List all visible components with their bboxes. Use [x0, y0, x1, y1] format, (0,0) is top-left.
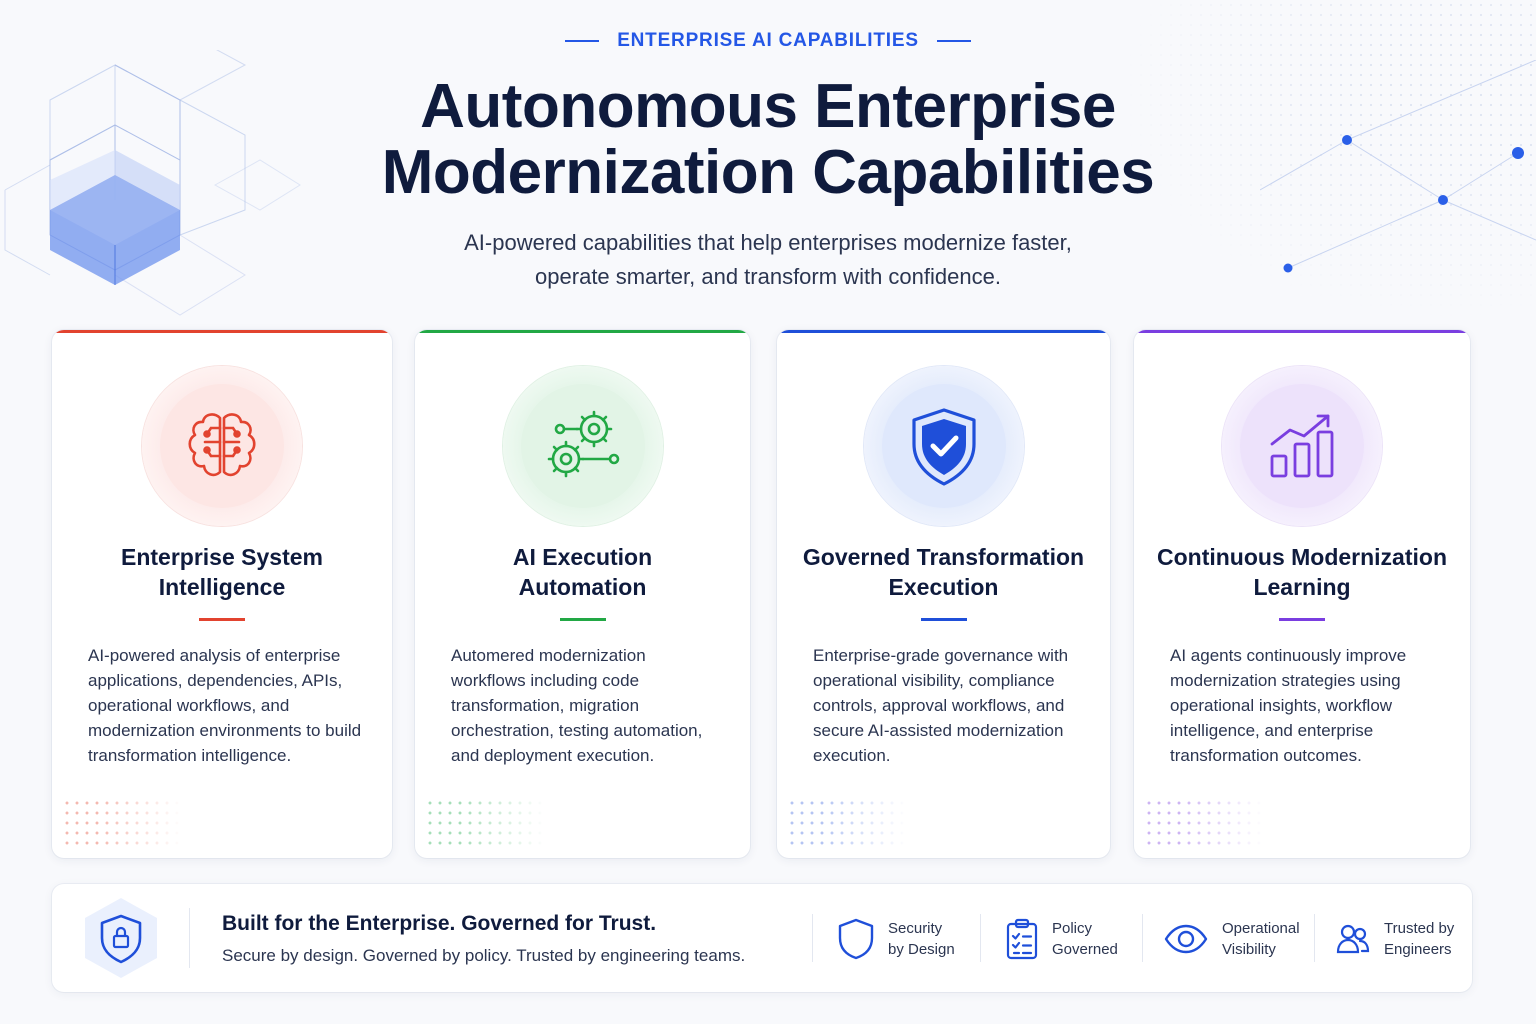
- trust-item-label: Operational Visibility: [1222, 918, 1300, 960]
- lock-shield-icon: [85, 898, 157, 978]
- page-subtitle: AI-powered capabilities that help enterp…: [0, 226, 1536, 294]
- trust-item-visibility: Operational Visibility: [1164, 914, 1300, 964]
- trust-item-line2: Governed: [1052, 941, 1118, 958]
- clipboard-check-icon: [1006, 918, 1038, 960]
- card-accent-bar: [777, 330, 1110, 333]
- capability-card-execution-automation: AI Execution Automation Automered modern…: [415, 330, 750, 858]
- trust-item-security: Security by Design: [838, 914, 955, 964]
- shield-icon: [838, 918, 874, 960]
- card-accent-bar: [415, 330, 750, 333]
- page-subtitle-line1: AI-powered capabilities that help enterp…: [464, 230, 1072, 255]
- trust-item-line2: Engineers: [1384, 941, 1452, 958]
- card-title-line2: Execution: [888, 574, 999, 600]
- card-title: Governed Transformation Execution: [787, 542, 1100, 602]
- trust-item-label: Security by Design: [888, 918, 955, 960]
- card-dot-pattern: [425, 798, 545, 848]
- eye-icon: [1164, 924, 1208, 954]
- trust-item-line2: Visibility: [1222, 941, 1276, 958]
- divider: [812, 914, 813, 962]
- growth-chart-icon: [1270, 414, 1334, 478]
- page-title-line2: Modernization Capabilities: [381, 138, 1155, 207]
- users-icon: [1336, 924, 1370, 954]
- trust-item-policy: Policy Governed: [1006, 914, 1118, 964]
- card-title: Enterprise System Intelligence: [62, 542, 382, 602]
- card-icon-badge: [502, 366, 663, 526]
- page-subtitle-line2: operate smarter, and transform with conf…: [535, 264, 1001, 289]
- eyebrow-rule-left: [565, 40, 600, 42]
- page-title-line1: Autonomous Enterprise: [420, 72, 1116, 141]
- card-description: Enterprise-grade governance with operati…: [813, 646, 1069, 765]
- capability-card-continuous-learning: Continuous Modernization Learning AI age…: [1134, 330, 1470, 858]
- trust-heading: Built for the Enterprise. Governed for T…: [222, 912, 657, 935]
- trust-item-line2: by Design: [888, 941, 955, 958]
- card-title-line2: Learning: [1253, 574, 1351, 600]
- card-title-rule: [559, 618, 606, 621]
- capability-card-governed-transformation: Governed Transformation Execution Enterp…: [777, 330, 1110, 858]
- card-title-line2: Automation: [518, 574, 647, 600]
- eyebrow-label: ENTERPRISE AI CAPABILITIES: [617, 30, 919, 51]
- card-title-line1: Enterprise System: [121, 544, 323, 570]
- card-icon-badge: [1222, 366, 1382, 526]
- card-title-line1: AI Execution: [512, 544, 653, 570]
- card-accent-bar: [52, 330, 392, 333]
- shield-check-icon: [911, 408, 976, 486]
- gears-icon: [547, 410, 619, 478]
- card-title-rule: [199, 618, 245, 621]
- brain-icon: [188, 413, 256, 477]
- card-title-line1: Continuous Modernization: [1156, 544, 1447, 570]
- trust-item-label: Policy Governed: [1052, 918, 1118, 960]
- divider: [980, 914, 981, 962]
- card-title: AI Execution Automation: [425, 542, 740, 602]
- trust-item-line1: Trusted by: [1384, 920, 1455, 937]
- card-title: Continuous Modernization Learning: [1144, 542, 1460, 602]
- card-icon-badge: [142, 366, 302, 526]
- card-title-rule: [920, 618, 967, 621]
- card-description: AI agents continuously improve moderniza…: [1170, 646, 1407, 765]
- trust-item-line1: Operational: [1222, 920, 1300, 937]
- trust-subheading: Secure by design. Governed by policy. Tr…: [222, 946, 746, 965]
- card-accent-bar: [1134, 330, 1470, 333]
- page-title: Autonomous Enterprise Modernization Capa…: [0, 74, 1536, 206]
- divider: [1142, 914, 1143, 962]
- trust-item-label: Trusted by Engineers: [1384, 918, 1454, 960]
- card-description: AI-powered analysis of enterprise applic…: [88, 646, 362, 765]
- divider: [189, 908, 190, 968]
- card-description: Automered modernization workflows includ…: [451, 646, 703, 765]
- trust-item-line1: Policy: [1052, 920, 1093, 937]
- card-title-line1: Governed Transformation: [802, 544, 1085, 570]
- card-dot-pattern: [787, 798, 907, 848]
- trust-banner: Built for the Enterprise. Governed for T…: [52, 884, 1472, 992]
- capability-card-system-intelligence: Enterprise System Intelligence AI-powere…: [52, 330, 392, 858]
- divider: [1314, 914, 1315, 962]
- page-header: ENTERPRISE AI CAPABILITIES Autonomous En…: [0, 30, 1536, 294]
- eyebrow: ENTERPRISE AI CAPABILITIES: [0, 30, 1536, 52]
- trust-item-engineers: Trusted by Engineers: [1336, 914, 1454, 964]
- card-title-line2: Intelligence: [158, 574, 286, 600]
- card-icon-badge: [863, 366, 1024, 526]
- card-dot-pattern: [62, 798, 182, 848]
- card-dot-pattern: [1144, 798, 1264, 848]
- eyebrow-rule-right: [936, 40, 971, 42]
- card-title-rule: [1279, 618, 1325, 621]
- lock-shield-badge: [82, 896, 160, 980]
- trust-item-line1: Security: [888, 920, 943, 937]
